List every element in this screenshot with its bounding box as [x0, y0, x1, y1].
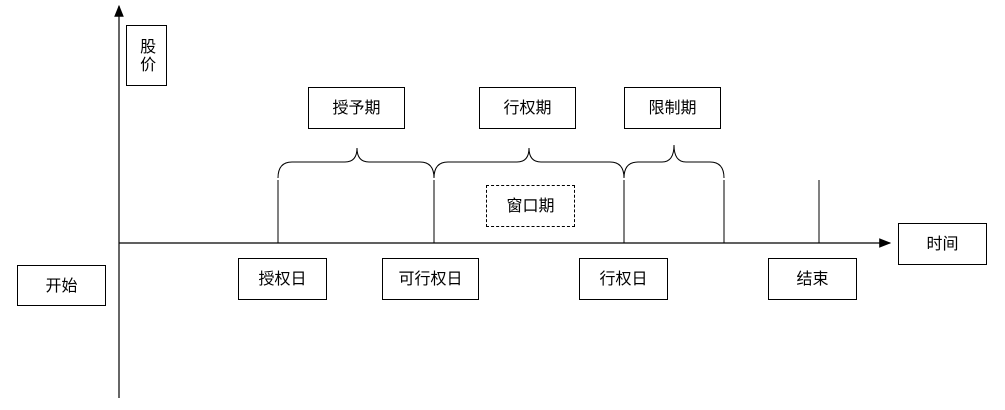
grant-period-brace: [277, 147, 435, 179]
exercisable-date-label: 可行权日: [382, 258, 479, 300]
exercise-period-label: 行权期: [479, 87, 576, 129]
window-period-label: 窗口期: [486, 185, 575, 227]
x-axis-label: 时间: [898, 223, 987, 265]
end-label: 结束: [768, 258, 857, 300]
grant-date-label: 授权日: [238, 258, 327, 300]
restriction-period-brace: [623, 144, 725, 179]
exercise-period-brace: [433, 147, 625, 179]
y-axis-label: 股价: [126, 25, 167, 86]
grant-period-label: 授予期: [308, 87, 405, 129]
restriction-period-label: 限制期: [624, 87, 721, 129]
start-label: 开始: [17, 265, 106, 306]
exercise-date-label: 行权日: [579, 258, 668, 300]
